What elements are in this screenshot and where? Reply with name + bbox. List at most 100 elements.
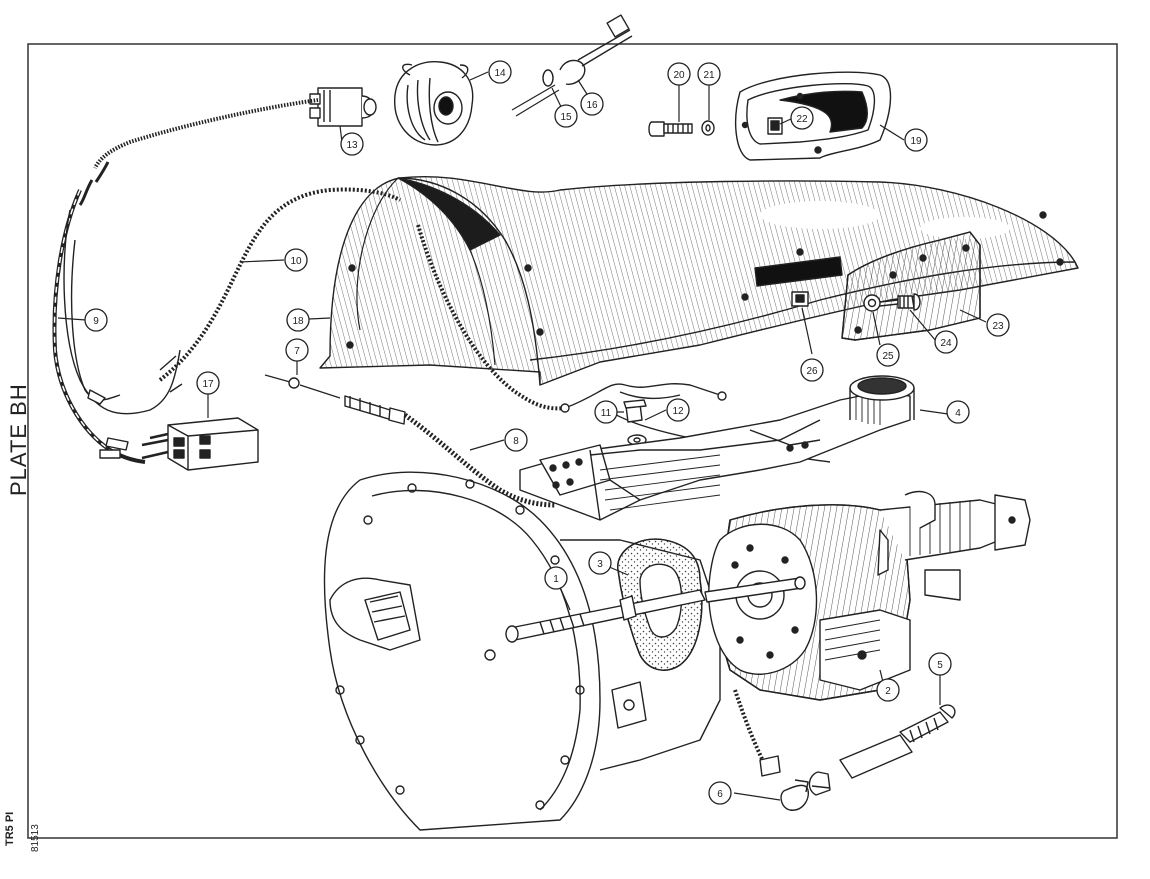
callout-circle — [594, 400, 618, 424]
callout-12: 12 — [666, 398, 690, 422]
speedo-cable — [264, 374, 556, 508]
callout-number: 20 — [673, 70, 685, 81]
callout-circle — [554, 104, 578, 128]
callout-17: 17 — [196, 371, 220, 395]
callout-circle — [904, 128, 928, 152]
callout-2: 2 — [876, 678, 900, 702]
lever-pin — [511, 14, 633, 117]
callout-circle — [588, 551, 612, 575]
input-shaft — [505, 576, 806, 643]
callout-circle — [928, 652, 952, 676]
callout-number: 8 — [513, 436, 519, 447]
callout-1: 1 — [544, 566, 568, 590]
callout-number: 24 — [940, 338, 952, 349]
callout-circle — [934, 330, 958, 354]
callout-number: 23 — [992, 321, 1004, 332]
callout-14: 14 — [488, 60, 512, 84]
callout-13: 13 — [340, 132, 364, 156]
side-cover-plate — [841, 231, 981, 341]
callout-number: 19 — [910, 136, 922, 147]
callout-circle — [84, 308, 108, 332]
callout-number: 11 — [601, 408, 612, 419]
callout-number: 25 — [882, 351, 894, 362]
callout-circle — [876, 343, 900, 367]
callout-number: 17 — [202, 379, 214, 390]
callout-4: 4 — [946, 400, 970, 424]
callout-11: 11 — [594, 400, 618, 424]
frame-border — [27, 43, 1118, 839]
callout-number: 15 — [560, 112, 572, 123]
callout-23: 23 — [986, 313, 1010, 337]
callout-number: 7 — [294, 346, 300, 357]
callout-15: 15 — [554, 104, 578, 128]
callout-3: 3 — [588, 551, 612, 575]
overdrive-switch — [309, 87, 377, 127]
callout-circle — [876, 678, 900, 702]
callout-circle — [986, 313, 1010, 337]
callout-circle — [580, 92, 604, 116]
model-code: TR5 PI — [4, 811, 16, 846]
callout-number: 2 — [885, 686, 891, 697]
callout-circle — [946, 400, 970, 424]
mounting-bracket — [519, 375, 915, 521]
screw-20 — [648, 121, 693, 137]
callout-circle — [488, 60, 512, 84]
callout-number: 10 — [290, 256, 302, 267]
callout-26: 26 — [800, 358, 824, 382]
callout-circle — [196, 371, 220, 395]
callout-number: 18 — [292, 316, 304, 327]
callout-circle — [286, 308, 310, 332]
callout-number: 12 — [672, 406, 684, 417]
callout-22: 22 — [790, 106, 814, 130]
callout-number: 26 — [806, 366, 818, 377]
callout-circle — [340, 132, 364, 156]
callout-number: 5 — [937, 660, 943, 671]
callout-21: 21 — [697, 62, 721, 86]
screw-and-washer — [863, 293, 921, 312]
callout-6: 6 — [708, 781, 732, 805]
callout-18: 18 — [286, 308, 310, 332]
callout-10: 10 — [284, 248, 308, 272]
washer-21 — [701, 120, 715, 136]
callout-number: 16 — [586, 100, 598, 111]
gearbox-casing — [708, 490, 1031, 701]
callout-20: 20 — [667, 62, 691, 86]
callout-circle — [666, 398, 690, 422]
tunnel-cover — [319, 175, 1079, 386]
callout-number: 4 — [955, 408, 961, 419]
callout-circle — [504, 428, 528, 452]
callout-circle — [800, 358, 824, 382]
callout-number: 1 — [553, 574, 559, 585]
callout-number: 14 — [494, 68, 506, 79]
callout-number: 9 — [93, 316, 99, 327]
callout-circle — [697, 62, 721, 86]
callout-19: 19 — [904, 128, 928, 152]
plate-title: PLATE BH — [6, 383, 31, 496]
wiring-harness — [52, 98, 566, 464]
callout-8: 8 — [504, 428, 528, 452]
callout-circle — [544, 566, 568, 590]
callout-24: 24 — [934, 330, 958, 354]
callout-number: 3 — [597, 559, 603, 570]
callout-25: 25 — [876, 343, 900, 367]
callout-circle — [285, 338, 309, 362]
callout-number: 13 — [346, 140, 358, 151]
callout-number: 21 — [703, 70, 715, 81]
callout-circle — [667, 62, 691, 86]
callout-circle — [790, 106, 814, 130]
callout-9: 9 — [84, 308, 108, 332]
callout-circle — [708, 781, 732, 805]
speedo-drive — [733, 689, 956, 811]
callout-number: 22 — [796, 114, 808, 125]
callout-5: 5 — [928, 652, 952, 676]
callout-16: 16 — [580, 92, 604, 116]
gear-knob — [394, 61, 474, 146]
callout-number: 6 — [717, 789, 723, 800]
drawing-reference: 81513 — [30, 824, 41, 852]
relay — [141, 417, 259, 471]
callout-circle — [284, 248, 308, 272]
callout-7: 7 — [285, 338, 309, 362]
